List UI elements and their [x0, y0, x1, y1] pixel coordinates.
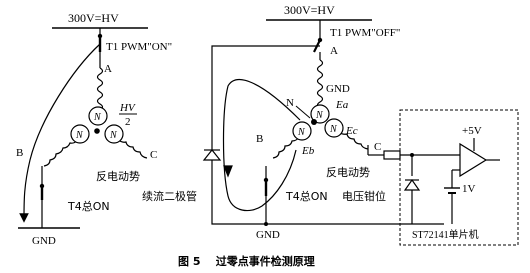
left-switch-dot-bottom [39, 183, 45, 189]
left-circuit [18, 27, 148, 229]
right-winding-circle-c [324, 118, 344, 138]
right-switch-dot-b [263, 177, 269, 183]
right-ea-label: Ea [335, 99, 349, 111]
left-t4-label: T4总ON [67, 199, 110, 213]
right-neutral-pointer [295, 105, 311, 119]
right-junction-gnd [264, 222, 268, 226]
right-winding-label-a: N [315, 110, 324, 121]
right-phase-a: A [330, 45, 338, 57]
right-neutral-label: N [286, 97, 294, 109]
left-motor-windings [70, 106, 124, 144]
right-winding-label-c: N [329, 124, 338, 135]
right-gnd-a-label: GND [326, 83, 350, 95]
right-clamp-diode [403, 178, 421, 191]
left-rail-label: 300V=HV [68, 11, 119, 25]
left-winding-circle-b [70, 124, 90, 144]
mcu-dashed-border [399, 109, 519, 246]
right-circuit [202, 19, 460, 225]
right-diode-loop [211, 45, 444, 225]
right-motor-windings [292, 104, 344, 141]
right-coil-b [272, 135, 301, 159]
left-coil-a [96, 67, 104, 111]
left-winding-label-b: N [75, 130, 84, 141]
mcu-block [399, 109, 519, 246]
left-phase-c: C [150, 149, 157, 161]
right-switch-dot-top [317, 37, 323, 43]
right-coil-a [316, 59, 324, 109]
right-ec-label: Ec [345, 125, 358, 137]
left-current-arrow [19, 43, 101, 223]
left-back-emf-label: 反电动势 [96, 170, 140, 183]
right-winding-circle-a [310, 104, 330, 124]
left-phase-b: B [16, 147, 23, 159]
right-eb-label: Eb [301, 145, 315, 157]
left-switch-label: T1 PWM"ON" [106, 41, 172, 53]
right-gnd-label: GND [256, 229, 280, 241]
right-current-arrowhead [223, 165, 233, 178]
right-diode-label: 续流二极管 [142, 189, 197, 203]
left-phase-a: A [104, 63, 112, 75]
left-winding-label-a: N [93, 112, 102, 123]
right-winding-label-b: N [297, 127, 306, 138]
right-switch-label: T1 PWM"OFF" [330, 27, 400, 39]
left-winding-circle-a [88, 106, 108, 126]
left-winding-circle-c [104, 124, 124, 144]
left-coil-b [43, 139, 79, 167]
left-coil-c [117, 139, 148, 159]
right-current-arrow [222, 79, 301, 212]
left-hv-numerator: HV [119, 102, 136, 114]
left-switch-dot-top [97, 33, 103, 39]
mcu-supply-label: +5V [462, 125, 482, 137]
right-neutral-dot [311, 119, 317, 125]
right-freewheel-diode [202, 149, 222, 161]
right-phase-c: C [374, 141, 381, 153]
right-phase-b: B [256, 133, 263, 145]
right-clamp-label: 电压钳位 [342, 189, 386, 203]
right-resistor [383, 150, 401, 160]
comparator [459, 142, 488, 178]
right-back-emf-label: 反电动势 [326, 166, 370, 179]
left-hv-denominator: 2 [125, 116, 131, 128]
left-winding-label-c: N [109, 130, 118, 141]
right-junction-clamp [410, 153, 414, 157]
figure-caption: 图 5 过零点事件检测原理 [178, 254, 315, 268]
mcu-ref-label: 1V [462, 183, 476, 195]
right-coil-c [337, 131, 369, 150]
left-gnd-label: GND [32, 235, 56, 247]
right-rail-label: 300V=HV [284, 3, 335, 17]
left-neutral-dot [94, 128, 100, 134]
mcu-chip-label: ST72141单片机 [412, 228, 479, 241]
right-t4-label: T4总ON [285, 189, 328, 203]
right-winding-circle-b [292, 121, 312, 141]
